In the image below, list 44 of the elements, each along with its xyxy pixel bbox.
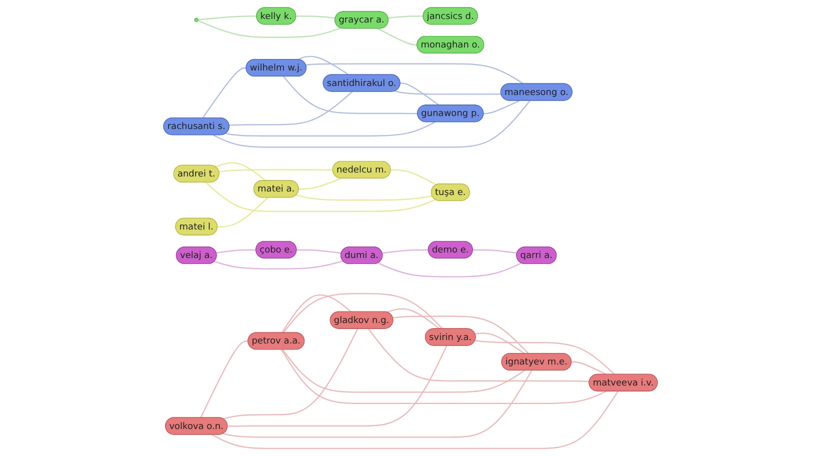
connector: [400, 82, 440, 106]
connector: [296, 249, 342, 254]
connector: [382, 249, 428, 254]
connector: [214, 260, 344, 270]
connector: [484, 100, 520, 114]
connector: [215, 162, 266, 182]
connector: [378, 28, 418, 46]
connector: [378, 262, 522, 278]
connector: [298, 56, 350, 76]
connector: [572, 361, 606, 375]
connector: [306, 63, 524, 84]
connector: [282, 293, 443, 334]
connector: [281, 349, 606, 404]
connector: [392, 316, 529, 354]
connector: [281, 294, 352, 334]
connector: [386, 308, 440, 330]
connector: [475, 332, 525, 354]
connector: [200, 340, 248, 418]
connector: [229, 91, 353, 126]
connector: [217, 197, 268, 228]
connector: [472, 249, 518, 254]
connector: [282, 349, 525, 393]
connector: [198, 16, 257, 20]
connector: [394, 90, 502, 95]
connector: [213, 100, 530, 148]
connector: [475, 340, 615, 375]
connector: [228, 345, 448, 427]
node-circle: [194, 18, 198, 22]
connector: [283, 76, 418, 114]
connector: [223, 328, 358, 420]
connector: [212, 391, 619, 450]
connector: [368, 328, 590, 382]
connector: [205, 182, 436, 212]
connector: [218, 169, 333, 172]
connector: [296, 194, 432, 201]
connector: [226, 122, 436, 136]
connector: [390, 169, 437, 186]
connector: [223, 370, 532, 438]
connector: [388, 16, 424, 19]
connector: [202, 67, 246, 118]
connector: [298, 178, 342, 190]
connector: [216, 249, 256, 254]
connector: [296, 16, 336, 19]
connector: [198, 20, 341, 38]
